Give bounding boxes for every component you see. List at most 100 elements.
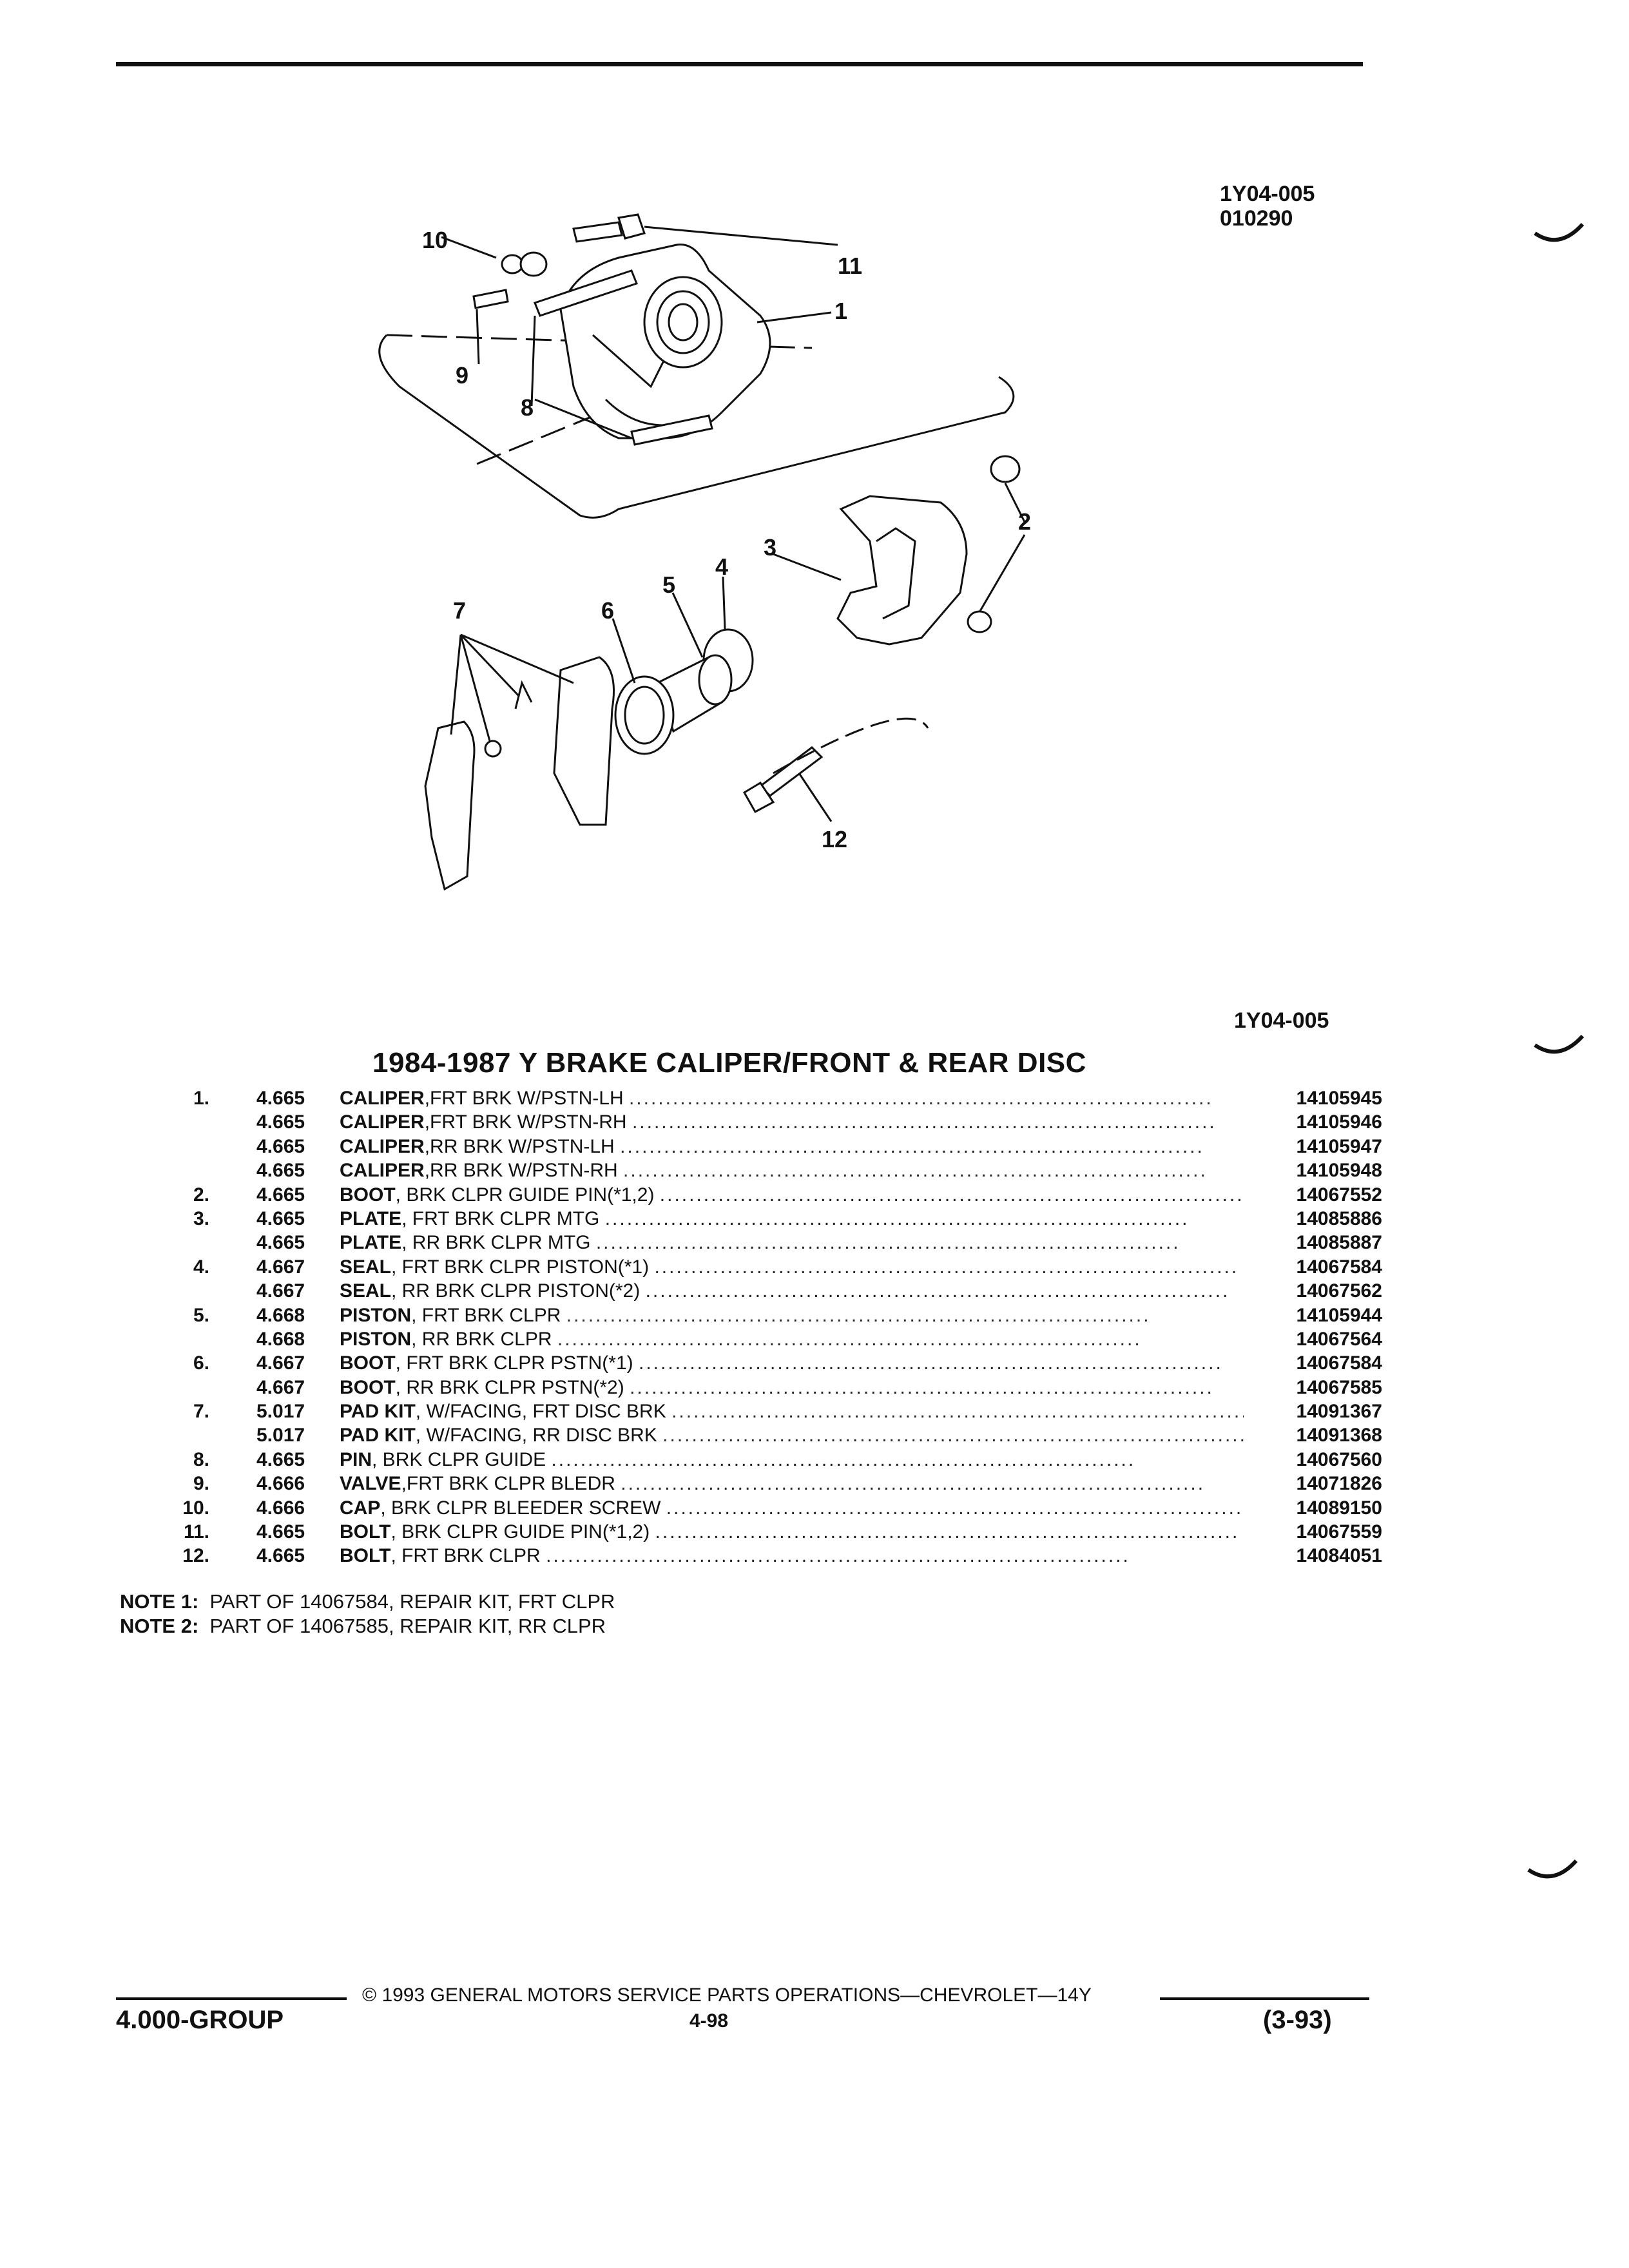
group-number: 4.666 — [256, 1473, 305, 1495]
part-number: 14067552 — [1296, 1184, 1382, 1206]
group-number: 5.017 — [256, 1425, 305, 1446]
item-number: 4. — [193, 1256, 209, 1278]
part-name: PLATE — [340, 1232, 402, 1254]
part-detail: ,RR BRK W/PSTN-LH — [424, 1135, 615, 1157]
part-description: BOOT, BRK CLPR GUIDE PIN(*1,2) .........… — [340, 1183, 1244, 1207]
part-name: CALIPER — [340, 1088, 425, 1109]
part-description: BOLT, BRK CLPR GUIDE PIN(*1,2) .........… — [340, 1520, 1244, 1544]
part-name: PAD KIT — [340, 1425, 416, 1446]
part-description: PAD KIT, W/FACING, RR DISC BRK .........… — [340, 1423, 1244, 1447]
group-number: 4.667 — [256, 1352, 305, 1374]
pad-retainer-shape — [484, 740, 502, 758]
part-name: PISTON — [340, 1328, 412, 1350]
bolt-12-head — [742, 781, 775, 814]
part-detail: , BRK CLPR GUIDE PIN(*1,2) — [390, 1521, 650, 1543]
group-number: 4.666 — [256, 1497, 305, 1519]
table-row: 4.665 CALIPER,RR BRK W/PSTN-RH ..........… — [164, 1158, 1382, 1182]
illustration-code: 1Y04-005 — [1220, 182, 1315, 206]
part-description: PLATE, FRT BRK CLPR MTG ................… — [340, 1207, 1244, 1231]
caliper-body-shape — [559, 244, 771, 439]
boot-2-upper — [990, 455, 1021, 483]
mounting-plate-shape — [836, 495, 968, 646]
part-detail: ,FRT BRK W/PSTN-LH — [424, 1088, 624, 1109]
part-detail: ,FRT BRK CLPR BLEDR — [401, 1473, 615, 1495]
callout-8: 8 — [521, 394, 534, 421]
group-number: 4.665 — [256, 1184, 305, 1206]
callout-1: 1 — [834, 298, 847, 324]
part-name: CALIPER — [340, 1160, 425, 1182]
part-name: BOOT — [340, 1352, 396, 1374]
part-name: PAD KIT — [340, 1401, 416, 1423]
group-number: 4.665 — [256, 1232, 305, 1254]
part-description: PIN, BRK CLPR GUIDE ....................… — [340, 1448, 1244, 1472]
group-number: 4.665 — [256, 1111, 305, 1133]
part-detail: , RR BRK CLPR MTG — [401, 1232, 591, 1254]
guide-pin-shapes — [534, 269, 713, 446]
table-row: 10. 4.666 CAP, BRK CLPR BLEEDER SCREW ....… — [164, 1496, 1382, 1520]
illustration-date: 010290 — [1220, 206, 1293, 231]
footer-page-number: 4-98 — [689, 2010, 729, 2032]
part-detail: ,RR BRK W/PSTN-RH — [424, 1160, 618, 1182]
group-number: 4.665 — [256, 1521, 305, 1543]
part-number: 14085887 — [1296, 1232, 1382, 1254]
item-number: 7. — [193, 1401, 209, 1423]
callout-4: 4 — [715, 553, 728, 580]
part-number: 14067584 — [1296, 1352, 1382, 1374]
part-number: 14067560 — [1296, 1448, 1382, 1470]
part-description: CALIPER,RR BRK W/PSTN-RH ...............… — [340, 1158, 1244, 1182]
leader-dots: ........................................… — [551, 1448, 1136, 1470]
group-number: 4.665 — [256, 1135, 305, 1157]
group-number: 4.665 — [256, 1545, 305, 1567]
callout-12: 12 — [822, 826, 847, 852]
leader-dots: ........................................… — [631, 1111, 1217, 1133]
leader-dots: ........................................… — [671, 1401, 1244, 1423]
part-number: 14067584 — [1296, 1256, 1382, 1278]
group-number: 4.668 — [256, 1304, 305, 1326]
diagram-caption: 1Y04-005 — [1234, 1008, 1329, 1033]
part-number: 14105946 — [1296, 1111, 1382, 1133]
part-number: 14071826 — [1296, 1473, 1382, 1495]
part-detail: , FRT BRK CLPR PSTN(*1) — [395, 1352, 633, 1374]
part-name: PISTON — [340, 1304, 412, 1326]
part-detail: , BRK CLPR GUIDE — [372, 1448, 546, 1470]
callout-10: 10 — [422, 227, 448, 253]
item-number: 2. — [193, 1184, 209, 1206]
group-number: 4.665 — [256, 1448, 305, 1470]
part-description: BOOT, FRT BRK CLPR PSTN(*1) ............… — [340, 1351, 1244, 1375]
part-name: VALVE — [340, 1473, 401, 1495]
part-description: CAP, BRK CLPR BLEEDER SCREW ............… — [340, 1496, 1244, 1520]
part-detail: , FRT BRK CLPR — [411, 1304, 561, 1326]
binder-hole-mark-3 — [1527, 1859, 1578, 1879]
callout-11: 11 — [838, 253, 862, 279]
footer-rule-right — [1160, 1997, 1369, 2000]
item-number: 10. — [182, 1497, 209, 1519]
part-name: BOLT — [340, 1521, 391, 1543]
illustration-code-block: 1Y04-005 010290 — [1220, 182, 1315, 231]
part-description: VALVE,FRT BRK CLPR BLEDR ...............… — [340, 1472, 1244, 1495]
part-detail: , BRK CLPR GUIDE PIN(*1,2) — [395, 1184, 655, 1206]
leader-dots: ........................................… — [655, 1521, 1240, 1543]
part-name: CALIPER — [340, 1135, 425, 1157]
leader-dots: ........................................… — [595, 1232, 1181, 1254]
page-title: 1984-1987 Y BRAKE CALIPER/FRONT & REAR D… — [372, 1047, 1086, 1079]
part-description: PISTON, FRT BRK CLPR ...................… — [340, 1303, 1244, 1327]
part-name: SEAL — [340, 1280, 392, 1302]
leader-dots: ........................................… — [662, 1425, 1244, 1446]
bolt-11-head — [617, 213, 646, 240]
part-description: CALIPER,RR BRK W/PSTN-LH ...............… — [340, 1135, 1244, 1158]
pad-clip-shape — [514, 680, 533, 709]
group-number: 4.665 — [256, 1160, 305, 1182]
part-number: 14067559 — [1296, 1521, 1382, 1543]
part-number: 14091368 — [1296, 1425, 1382, 1446]
top-rule — [116, 62, 1363, 66]
part-number: 14105948 — [1296, 1160, 1382, 1182]
